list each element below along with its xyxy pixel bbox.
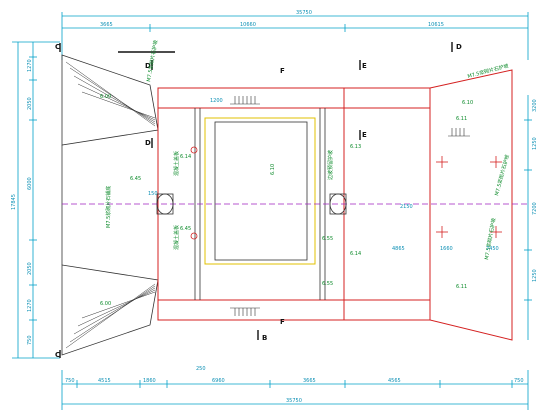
cut-f-bottom: F bbox=[280, 318, 285, 326]
slope-7: 6.13 bbox=[350, 144, 361, 150]
bottom-dim-3: 1860 bbox=[143, 378, 156, 384]
bottom-dim-4: 6960 bbox=[212, 378, 225, 384]
left-dim-3: 6000 bbox=[27, 177, 33, 190]
note-mid-a: 混凝土盖板 bbox=[173, 151, 180, 176]
left-wing-hatch bbox=[65, 61, 156, 349]
slope-5: 6.55 bbox=[322, 236, 333, 242]
culvert-structure bbox=[157, 69, 513, 341]
small-dim-2: 1200 bbox=[210, 98, 223, 104]
slope-12: 6.45 bbox=[180, 226, 191, 232]
slope-1: 6.00 bbox=[100, 94, 111, 100]
mid-dim-1: 4865 bbox=[392, 246, 405, 252]
survey-marks bbox=[190, 146, 502, 240]
cut-e-mid: E bbox=[362, 131, 367, 139]
note-top-left-wall: M7.5浆砌片石护坡 bbox=[145, 39, 159, 82]
slope-4: 6.45 bbox=[130, 176, 141, 182]
top-dim-1: 3665 bbox=[100, 22, 113, 28]
right-dim-4: 1250 bbox=[532, 269, 538, 282]
note-left-apron: M7.5浆砌片石铺底 bbox=[105, 186, 112, 228]
mid-dim-3: 7450 bbox=[486, 246, 499, 252]
left-dim-5: 1270 bbox=[27, 299, 33, 312]
bottom-dim-1: 750 bbox=[65, 378, 75, 384]
slope-3: 6.55 bbox=[322, 281, 333, 287]
slope-2: 6.00 bbox=[100, 301, 111, 307]
bottom-dim-6: 4565 bbox=[388, 378, 401, 384]
left-dim-2: 2050 bbox=[27, 97, 33, 110]
slope-11: 6.14 bbox=[350, 251, 361, 257]
note-right-fill: M7.5浆砌片石护坡 bbox=[483, 217, 497, 260]
left-dimension-group bbox=[12, 41, 60, 359]
bottom-dimension-group bbox=[61, 370, 529, 410]
note-center: 6.10 bbox=[270, 164, 276, 175]
slope-8: 6.10 bbox=[462, 100, 473, 106]
bottom-total-dim: 35750 bbox=[286, 398, 302, 404]
slope-10: 6.11 bbox=[456, 284, 467, 290]
small-dim-1: 150 bbox=[148, 191, 158, 197]
bottom-mid-dim: 250 bbox=[196, 366, 206, 372]
top-dim-2: 10660 bbox=[240, 22, 256, 28]
top-dim-3: 10615 bbox=[428, 22, 444, 28]
right-dimension-group bbox=[524, 95, 532, 340]
bottom-dim-5: 3665 bbox=[303, 378, 316, 384]
cut-c-bottom: C bbox=[55, 351, 60, 359]
right-dim-3: 7200 bbox=[532, 202, 538, 215]
left-dim-6: 750 bbox=[27, 335, 33, 345]
top-dimension-group bbox=[61, 12, 529, 60]
slope-6: 6.14 bbox=[180, 154, 191, 160]
slope-9: 6.11 bbox=[456, 116, 467, 122]
cut-f-top: F bbox=[280, 67, 285, 75]
left-dim-4: 2050 bbox=[27, 262, 33, 275]
top-total-dim: 35750 bbox=[296, 10, 312, 16]
right-dim-2: 1250 bbox=[532, 137, 538, 150]
railing-marks bbox=[230, 96, 470, 316]
bottom-dim-7: 750 bbox=[514, 378, 524, 384]
deck-rebar bbox=[204, 117, 316, 265]
note-top-right-wall: M7.5浆砌片石护坡 bbox=[467, 62, 510, 80]
left-dim-1: 1270 bbox=[27, 59, 33, 72]
cut-e-top: E bbox=[362, 62, 367, 70]
note-wall: 边坡预留护坡 bbox=[327, 150, 334, 180]
left-total-dim: 17845 bbox=[11, 194, 17, 210]
note-mid-b: 混凝土盖板 bbox=[173, 225, 180, 250]
cut-d-mid: D bbox=[145, 139, 151, 147]
cut-c-top: C bbox=[55, 43, 60, 51]
pipe-openings bbox=[156, 193, 347, 215]
bottom-dim-2: 4515 bbox=[98, 378, 111, 384]
cut-b-bottom: B bbox=[262, 334, 267, 342]
mid-dim-2: 1660 bbox=[440, 246, 453, 252]
small-dim-3: 2150 bbox=[400, 204, 413, 210]
cut-d-top: D bbox=[145, 62, 151, 70]
cut-d-right: D bbox=[456, 43, 462, 51]
right-dim-1: 3200 bbox=[532, 99, 538, 112]
section-cut-marks bbox=[59, 42, 453, 358]
slope-tags: 6.00 6.00 6.55 6.45 6.55 6.14 6.13 6.10 … bbox=[100, 94, 473, 307]
